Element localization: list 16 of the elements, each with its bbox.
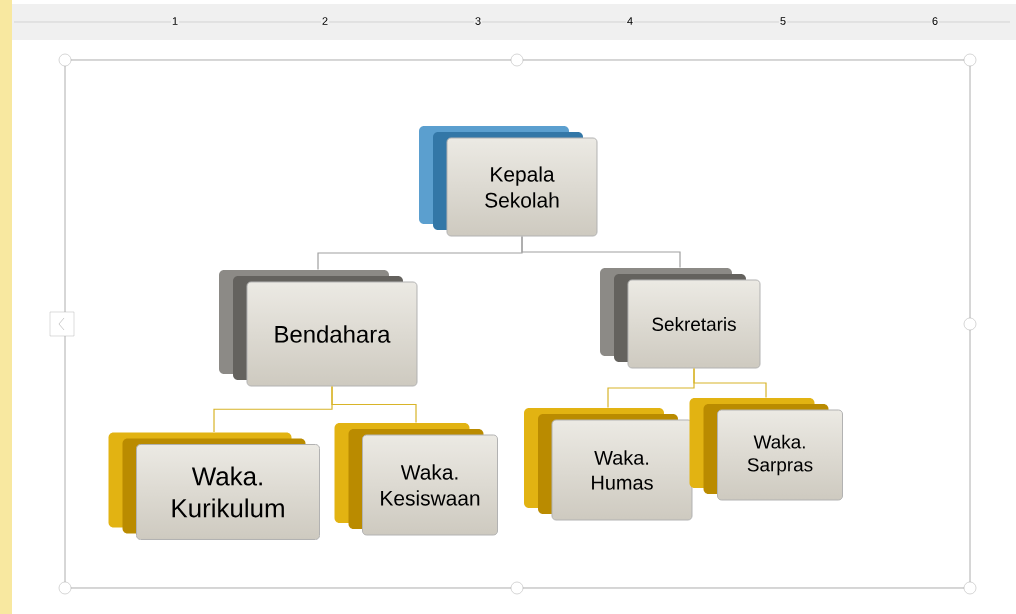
ruler-number: 1: [170, 16, 180, 26]
ruler-number: 4: [625, 16, 635, 26]
ruler-number: 5: [778, 16, 788, 26]
org-box: Waka. Sarpras: [689, 398, 843, 501]
org-box: Sekretaris: [600, 268, 761, 369]
org-box: Waka. Kurikulum: [108, 432, 320, 540]
connector: [521, 235, 681, 269]
org-box: Waka. Kesiswaan: [334, 423, 498, 536]
org-box: Kepala Sekolah: [419, 126, 598, 237]
connector: [693, 367, 767, 399]
org-box: Waka. Humas: [524, 408, 693, 521]
connector: [331, 385, 417, 424]
ruler-number: 6: [930, 16, 940, 26]
org-box: Bendahara: [219, 270, 418, 387]
ruler-number: 2: [320, 16, 330, 26]
ruler-number: 3: [473, 16, 483, 26]
